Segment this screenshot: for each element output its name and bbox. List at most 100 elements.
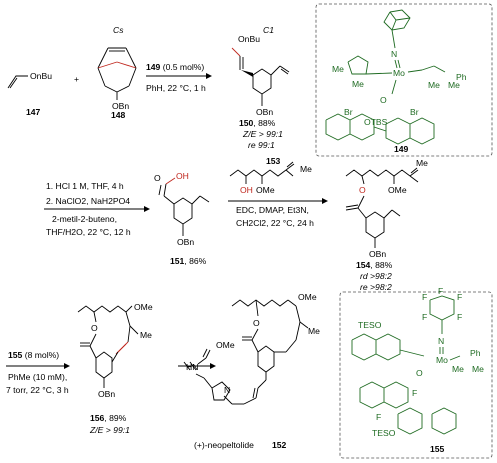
- comp150-label: 150: [239, 118, 254, 128]
- cat149-Ph: Ph: [456, 72, 467, 82]
- reagent-loading-2: (8 mol%): [25, 350, 60, 360]
- cat149-Me1: Me: [332, 64, 344, 74]
- catalyst-149-box: N Mo Me Me Ph Me Me O Br OTBS Br 149: [315, 3, 493, 157]
- neopeltolide-carbamate-OMe: OMe: [216, 340, 235, 350]
- comp150-substituent-top: OnBu: [238, 34, 260, 44]
- comp154-rd: rd >98:2: [360, 271, 392, 281]
- neopeltolide-Me: Me: [308, 326, 320, 336]
- comp153-OH: OH: [240, 185, 253, 195]
- cat155-Mo: Mo: [436, 355, 448, 365]
- comp156-Me: Me: [140, 330, 152, 340]
- comp156-label: 156: [90, 413, 105, 423]
- row2-condition-1: 1. HCl 1 M, THF, 4 h: [46, 181, 124, 191]
- compound-153: 153 Me OH OMe: [229, 156, 312, 195]
- comp153-OMe: OMe: [256, 185, 275, 195]
- cat155-F-lower-left: F: [422, 312, 427, 322]
- cat149-OTBS: OTBS: [364, 117, 388, 127]
- neopeltolide-label: 152: [272, 440, 287, 450]
- comp150-substituent-bottom: OBn: [256, 107, 273, 117]
- comp151-label: 151: [170, 256, 185, 266]
- compound-147: OnBu 147: [7, 71, 52, 117]
- neopeltolide-HN: HN: [186, 362, 198, 372]
- comp154-OMe: OMe: [388, 185, 407, 195]
- comp154-OBn: OBn: [369, 249, 386, 259]
- comp156-yield: , 89%: [104, 413, 126, 423]
- neopeltolide-OMe: OMe: [298, 292, 317, 302]
- comp150-ze-ratio: Z/E > 99:1: [242, 129, 283, 139]
- compound-154: Me OMe O OBn 154, 88% rd >98:2 re >98:2: [345, 158, 428, 292]
- reaction-arrow-1: 149 (0.5 mol%) PhH, 22 °C, 1 h: [146, 62, 212, 93]
- svg-text:151, 86%: 151, 86%: [170, 256, 207, 266]
- cat149-Br2: Br: [410, 107, 419, 117]
- comp151-OH: OH: [176, 171, 189, 181]
- cat155-F-right: F: [457, 292, 462, 302]
- comp148-label: 148: [111, 110, 126, 120]
- esterification-conditions: CH2Cl2, 22 °C, 24 h: [236, 218, 314, 228]
- reaction-solvent-2: PhMe (10 mM),: [8, 372, 67, 382]
- comp156-OMe: OMe: [134, 302, 153, 312]
- comp156-ester-O: O: [91, 323, 98, 333]
- cat155-F-lower-1: F: [376, 412, 381, 422]
- cat155-N: N: [438, 336, 444, 346]
- comp147-substituent: OnBu: [30, 71, 52, 81]
- cat149-Me4: Me: [448, 80, 460, 90]
- comp154-Me: Me: [416, 158, 428, 168]
- svg-text:150, 88%: 150, 88%: [239, 118, 276, 128]
- compound-150: C1 OnBu OBn 150, 88% Z/E > 99:1 re 99:1: [231, 25, 290, 150]
- cat155-TESO-bottom: TESO: [372, 428, 396, 438]
- reagent-cat-155: 155: [8, 350, 23, 360]
- comp151-yield: , 86%: [184, 256, 206, 266]
- comp150-yield: , 88%: [253, 118, 275, 128]
- compound-151: OH O OBn 151, 86%: [154, 171, 210, 266]
- comp150-symmetry: C1: [263, 25, 274, 35]
- cat149-Br1: Br: [344, 107, 353, 117]
- comp151-OBn: OBn: [177, 237, 194, 247]
- cat149-label: 149: [394, 144, 409, 154]
- svg-text:155 (8 mol%): 155 (8 mol%): [8, 350, 59, 360]
- comp148-symmetry: Cs: [113, 25, 124, 35]
- neopeltolide-name: (+)-neopeltolide: [194, 440, 254, 450]
- cat155-F-lower-right: F: [457, 312, 462, 322]
- neopeltolide-N: N: [224, 385, 230, 395]
- neopeltolide-152: OMe Me O N HN OMe (+)-neopeltolide 152: [186, 292, 320, 450]
- esterification-reagents: EDC, DMAP, Et3N,: [236, 205, 309, 215]
- cat155-Me2: Me: [472, 364, 484, 374]
- comp151-carbonyl-O: O: [154, 173, 161, 183]
- comp156-ze-ratio: Z/E > 99:1: [89, 425, 130, 435]
- comp154-ester-O: O: [359, 185, 366, 195]
- multistep-arrow: [178, 361, 216, 371]
- comp150-re-ratio: re 99:1: [248, 140, 275, 150]
- compound-156: OMe Me O OBn 156, 89% Z/E > 99:1: [77, 302, 153, 435]
- svg-text:156, 89%: 156, 89%: [90, 413, 127, 423]
- reagent-loading-1: (0.5 mol%): [163, 62, 205, 72]
- cat149-Mo: Mo: [393, 68, 405, 78]
- reaction-conditions-2: 7 torr, 22 °C, 3 h: [6, 385, 69, 395]
- comp147-label: 147: [26, 107, 41, 117]
- comp153-label: 153: [266, 156, 281, 166]
- comp156-OBn: OBn: [98, 389, 115, 399]
- comp154-yield: , 88%: [370, 260, 392, 270]
- svg-text:149 (0.5 mol%): 149 (0.5 mol%): [146, 62, 204, 72]
- reagent-cat-149: 149: [146, 62, 161, 72]
- comp148-substituent: OBn: [112, 101, 129, 111]
- cat155-label: 155: [430, 444, 445, 454]
- cat155-F-top: F: [438, 286, 443, 296]
- catalyst-155-box: F F F F F N Mo Ph Me Me TESO O F F TESO …: [339, 286, 493, 459]
- compound-148: Cs OBn 148: [97, 25, 137, 120]
- cat149-Me3: Me: [428, 80, 440, 90]
- comp154-re: re >98:2: [360, 282, 392, 292]
- cat149-O: O: [380, 95, 387, 105]
- reaction-conditions-1: PhH, 22 °C, 1 h: [146, 83, 206, 93]
- cat155-F-lower-2: F: [412, 388, 417, 398]
- reaction-arrow-2: 1. HCl 1 M, THF, 4 h 2. NaClO2, NaH2PO4 …: [44, 181, 150, 237]
- comp154-label: 154: [356, 260, 371, 270]
- row2-condition-4: THF/H2O, 22 °C, 12 h: [46, 227, 131, 237]
- neopeltolide-ester-O: O: [253, 318, 260, 328]
- plus-sign: +: [74, 74, 79, 84]
- comp153-Me: Me: [300, 164, 312, 174]
- cat155-TESO-top: TESO: [358, 320, 382, 330]
- cat155-O: O: [416, 368, 423, 378]
- reaction-arrow-4: 155 (8 mol%) PhMe (10 mM), 7 torr, 22 °C…: [6, 350, 70, 395]
- row2-condition-3: 2-metil-2-buteno,: [52, 214, 117, 224]
